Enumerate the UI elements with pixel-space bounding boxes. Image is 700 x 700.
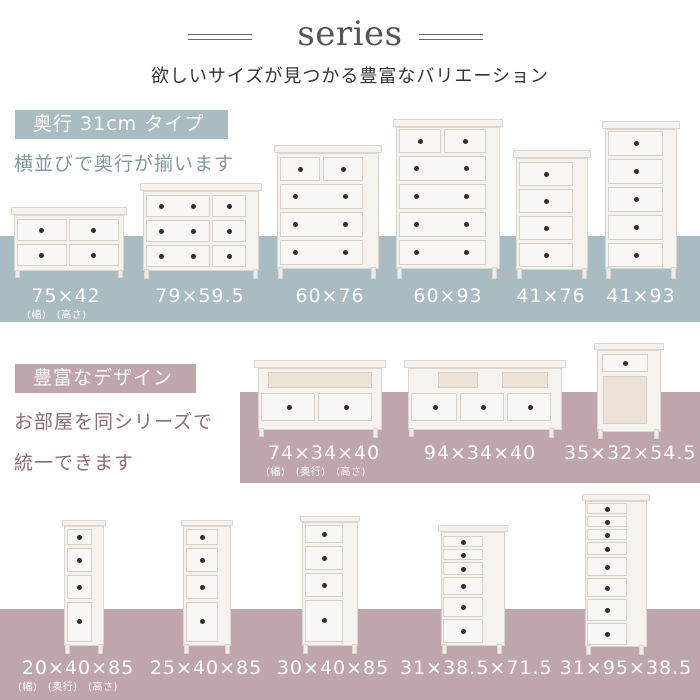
dim-74x34x40: 74×34×40 [267, 442, 381, 464]
section2-lead-line1: お部屋を同シリーズで [14, 411, 214, 433]
series-header: series [0, 14, 700, 64]
chest-41x76 [513, 150, 591, 279]
dim-31x95x38-5: 31×95×38.5 [559, 657, 693, 679]
section2-tag: 豊富なデザイン [15, 364, 196, 393]
title-right-double-line [419, 34, 483, 40]
section1-lead: 横並びで奥行が揃います [14, 153, 235, 175]
tv-board-94 [404, 360, 566, 438]
dim-41x76: 41×76 [516, 285, 586, 307]
dim-units-w-d-h: (幅) (奥行) (高さ) [266, 467, 366, 478]
dim-41x93: 41×93 [606, 285, 676, 307]
section1-tag: 奥行 31cm タイプ [15, 110, 228, 139]
page-subtitle: 欲しいサイズが見つかる豊富なバリエーション [150, 66, 550, 87]
dim-35x32x54-5: 35×32×54.5 [564, 442, 697, 464]
chest-31x95 [582, 494, 650, 656]
chest-75x42 [11, 207, 127, 279]
chest-41x93 [602, 121, 680, 279]
slim-chest-25 [181, 520, 233, 654]
dim-94x34x40: 94×34×40 [423, 442, 537, 464]
dim-75x42: 75×42 [31, 285, 101, 307]
chest-31x71-5 [438, 525, 508, 654]
title-left-double-line [188, 34, 252, 40]
dim-25x40x85: 25×40×85 [149, 657, 263, 679]
dim-units-w-d-h-bottom: (幅) (奥行) (高さ) [18, 682, 118, 693]
dim-units-w-h: (幅) (高さ) [27, 310, 87, 321]
page-title: series [297, 14, 403, 54]
nightstand-35 [594, 343, 664, 440]
slim-chest-30 [300, 516, 360, 654]
dim-60x93: 60×93 [413, 285, 483, 307]
dim-30x40x85: 30×40×85 [276, 657, 390, 679]
chest-60x76 [274, 145, 382, 279]
chest-79x59-5 [140, 183, 262, 279]
section2-lead-line2: 統一できます [14, 452, 135, 474]
dim-60x76: 60×76 [295, 285, 365, 307]
dim-79x59-5: 79×59.5 [155, 285, 245, 307]
slim-chest-20 [62, 520, 106, 654]
dim-20x40x85: 20×40×85 [21, 657, 135, 679]
dim-31x38-5x71-5: 31×38.5×71.5 [400, 657, 553, 679]
tv-board-74 [254, 360, 386, 438]
chest-60x93 [393, 119, 503, 279]
